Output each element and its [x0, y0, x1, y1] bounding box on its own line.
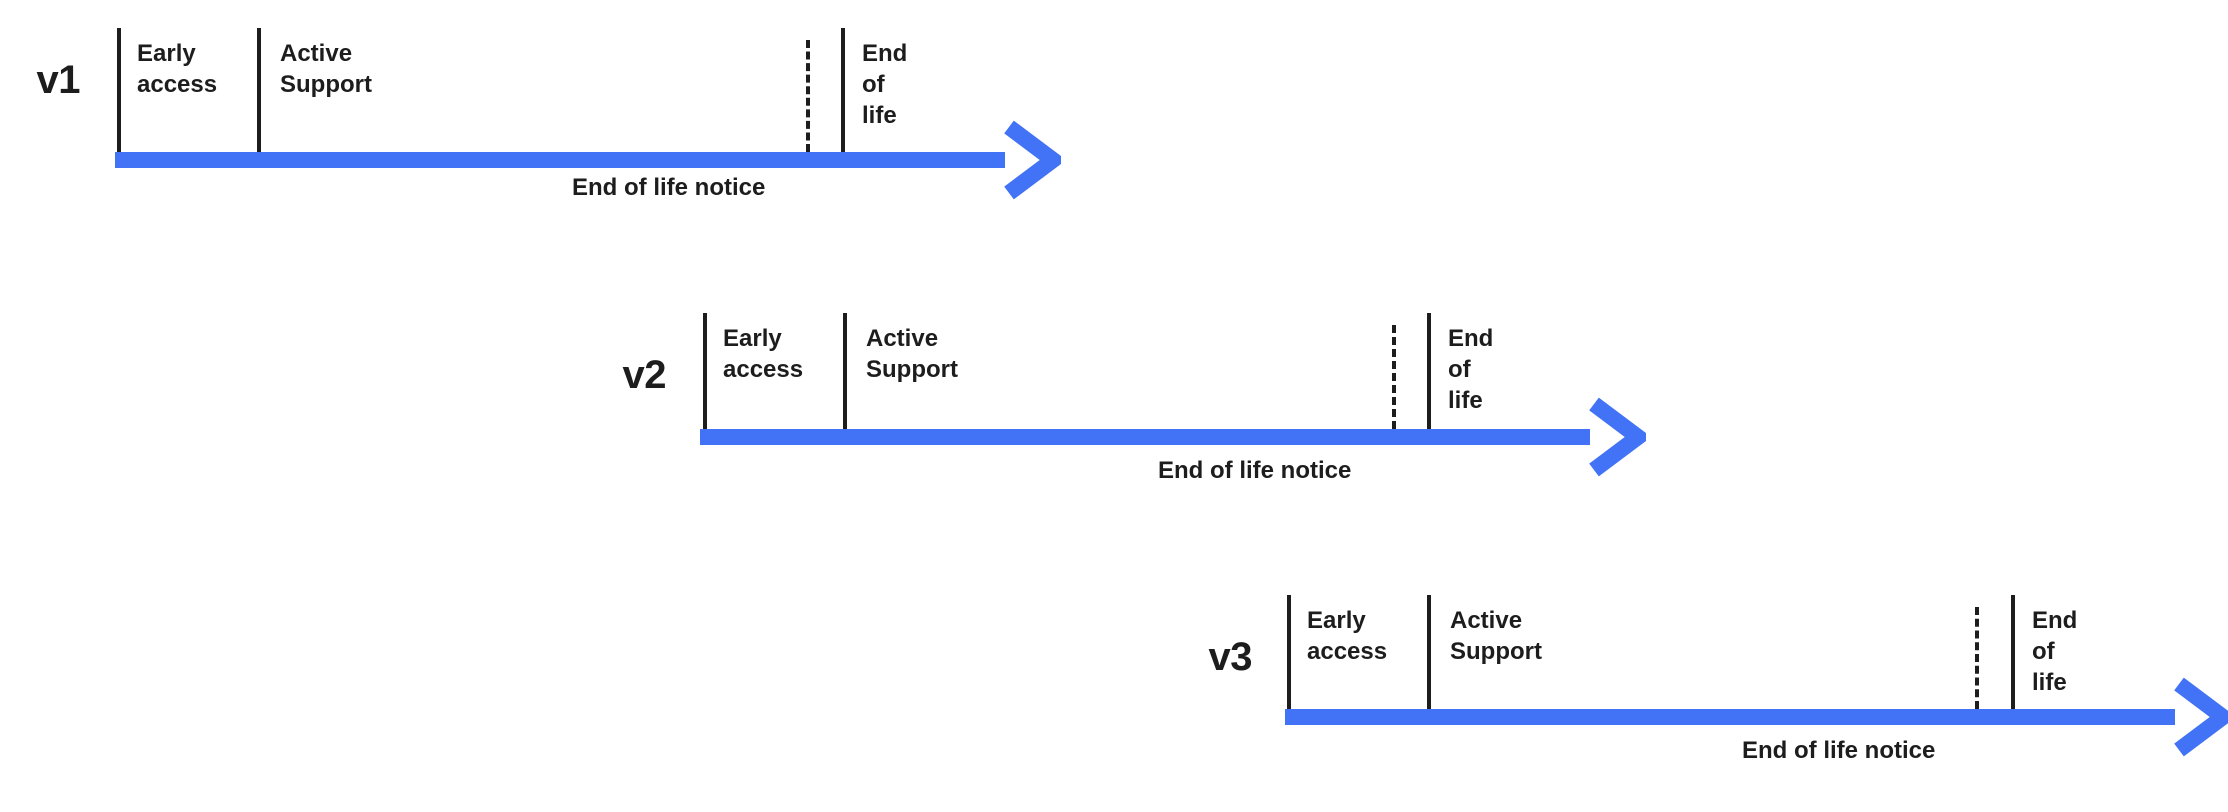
phase-label-early_access-v1: Early access	[137, 40, 218, 98]
phase-label-active_support-v3: Active Support	[1450, 607, 1542, 665]
timeline-arrow-head-v3	[2174, 677, 2228, 757]
phase-label-end_of_life-v1: End of life	[862, 40, 908, 129]
timeline-arrow-shaft-v1	[115, 152, 1005, 168]
dashed-divider-v2-2	[1392, 325, 1396, 429]
dashed-divider-v3-2	[1975, 607, 1979, 709]
phase-label-early_access-v2: Early access	[723, 325, 804, 383]
phase-label-early_access-v3: Early access	[1307, 607, 1388, 665]
divider-v2-1	[843, 313, 847, 429]
divider-v1-1	[257, 28, 261, 152]
divider-v3-0	[1287, 595, 1291, 709]
end-of-life-notice-label-v1: End of life notice	[572, 174, 766, 201]
phase-label-active_support-v2: Active Support	[866, 325, 958, 383]
divider-v3-1	[1427, 595, 1431, 709]
phase-label-active_support-v1: Active Support	[280, 40, 372, 98]
timeline-arrow-shaft-v3	[1285, 709, 2175, 725]
dashed-divider-v1-2	[806, 40, 810, 152]
phase-label-end_of_life-v3: End of life	[2032, 607, 2078, 696]
timeline-arrow-shaft-v2	[700, 429, 1590, 445]
timeline-arrow-head-v1	[1004, 120, 1061, 200]
version-label-v2: v2	[622, 353, 667, 397]
version-label-v1: v1	[36, 58, 81, 102]
phase-label-end_of_life-v2: End of life	[1448, 325, 1494, 414]
divider-v1-3	[841, 28, 845, 152]
divider-v2-0	[703, 313, 707, 429]
divider-v2-3	[1427, 313, 1431, 429]
end-of-life-notice-label-v3: End of life notice	[1742, 737, 1936, 764]
end-of-life-notice-label-v2: End of life notice	[1158, 457, 1352, 484]
divider-v3-3	[2011, 595, 2015, 709]
divider-v1-0	[117, 28, 121, 152]
version-label-v3: v3	[1208, 635, 1253, 679]
timeline-arrow-head-v2	[1589, 397, 1646, 477]
